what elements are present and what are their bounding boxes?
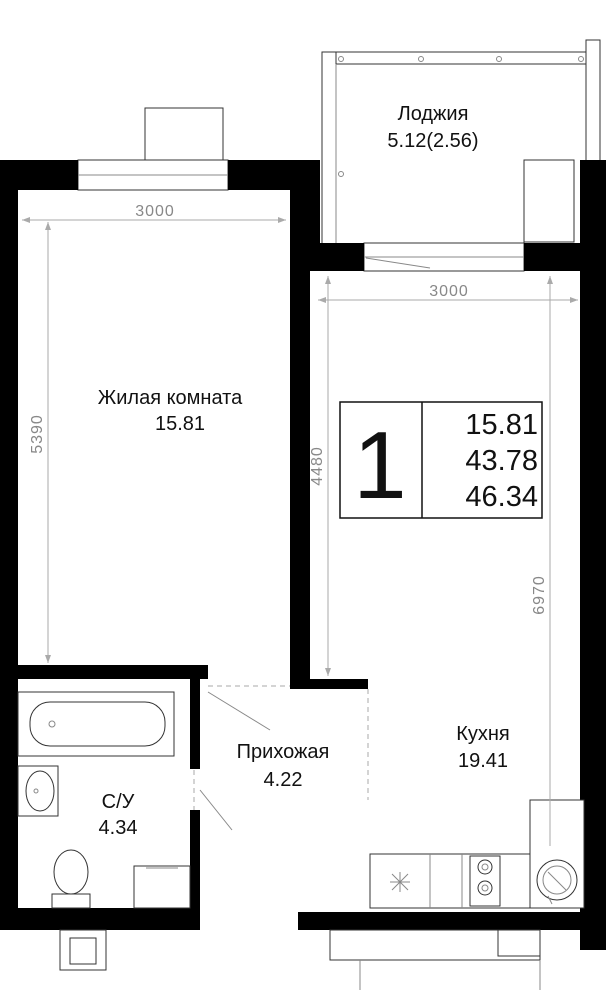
bathroom-name: С/У xyxy=(102,791,135,813)
summary-living-area: 15.81 xyxy=(465,409,538,441)
washbasin xyxy=(17,765,59,817)
ac-unit-box xyxy=(144,107,224,161)
rooms-count: 1 xyxy=(353,412,406,519)
kitchen-area: 19.41 xyxy=(458,750,508,772)
kitchen-balcony-door xyxy=(363,242,525,272)
dim-living-length: 5390 xyxy=(29,414,46,454)
living-room-area: 15.81 xyxy=(155,413,205,435)
toilet xyxy=(51,849,91,909)
summary-total-area: 43.78 xyxy=(465,445,538,477)
kitchen-name: Кухня xyxy=(456,723,510,745)
loggia-area: 5.12(2.56) xyxy=(387,130,478,152)
walls xyxy=(0,160,606,950)
door-openings xyxy=(193,685,369,831)
loggia-outline xyxy=(321,39,601,248)
summary-total-with-loggia: 46.34 xyxy=(465,481,538,513)
entrance-details xyxy=(59,929,541,990)
living-window xyxy=(77,159,229,191)
washing-machine xyxy=(133,865,191,909)
bathroom-area: 4.34 xyxy=(99,817,138,839)
hall-area: 4.22 xyxy=(264,769,303,791)
kitchen-counter xyxy=(369,799,585,909)
hall-name: Прихожая xyxy=(237,741,330,763)
loggia-name: Лоджия xyxy=(398,103,469,125)
bathtub xyxy=(17,691,175,757)
dimension-lines xyxy=(22,217,578,846)
living-room-name: Жилая комната xyxy=(98,387,243,409)
dim-kitchen-length: 6970 xyxy=(531,575,548,615)
apartment-summary-box xyxy=(339,401,543,519)
dim-kitchen-upper: 4480 xyxy=(309,446,326,486)
dim-kitchen-width: 3000 xyxy=(429,283,469,300)
dim-living-width: 3000 xyxy=(135,203,175,220)
